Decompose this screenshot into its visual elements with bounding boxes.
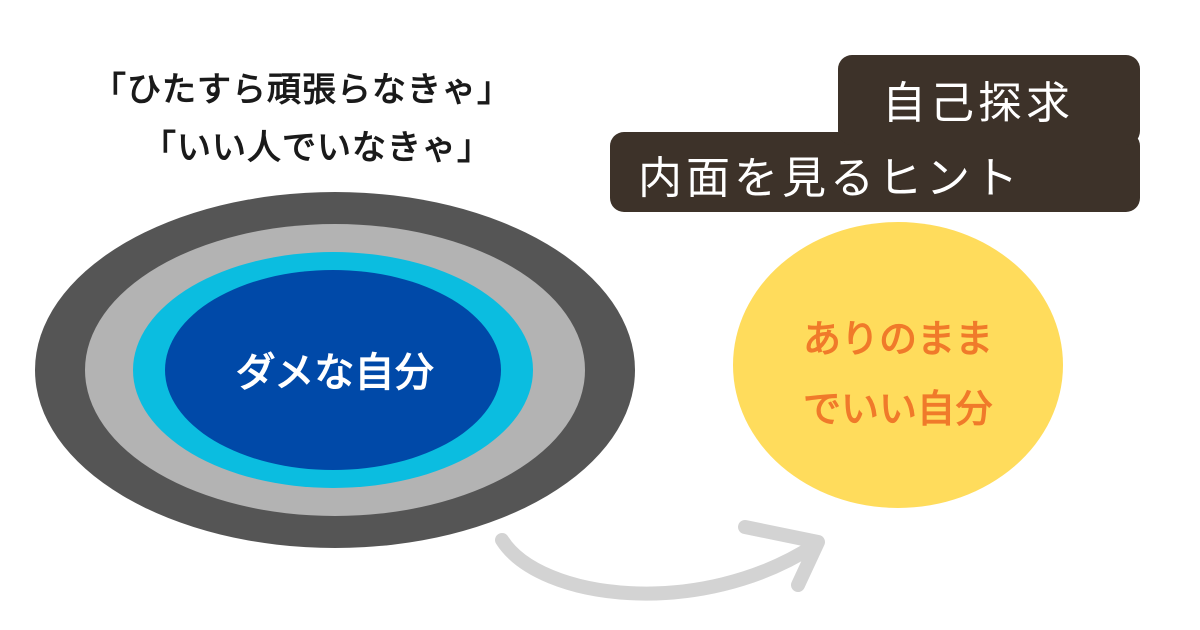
true-self-circle	[733, 222, 1063, 508]
true-self-label-2: でいい自分	[802, 387, 993, 431]
inner-self-label: ダメな自分	[235, 350, 435, 396]
true-self-label-1: ありのまま	[802, 317, 993, 361]
title-line-2: 内面を見るヒント	[610, 132, 1140, 212]
arrow-icon	[495, 520, 825, 601]
title-line-1: 自己探求	[838, 55, 1140, 145]
quote-line-2: 「いい人でいなきゃ」	[142, 128, 492, 168]
core-ellipse	[165, 270, 501, 470]
quote-line-1: 「ひたすら頑張らなきゃ」	[92, 70, 512, 110]
